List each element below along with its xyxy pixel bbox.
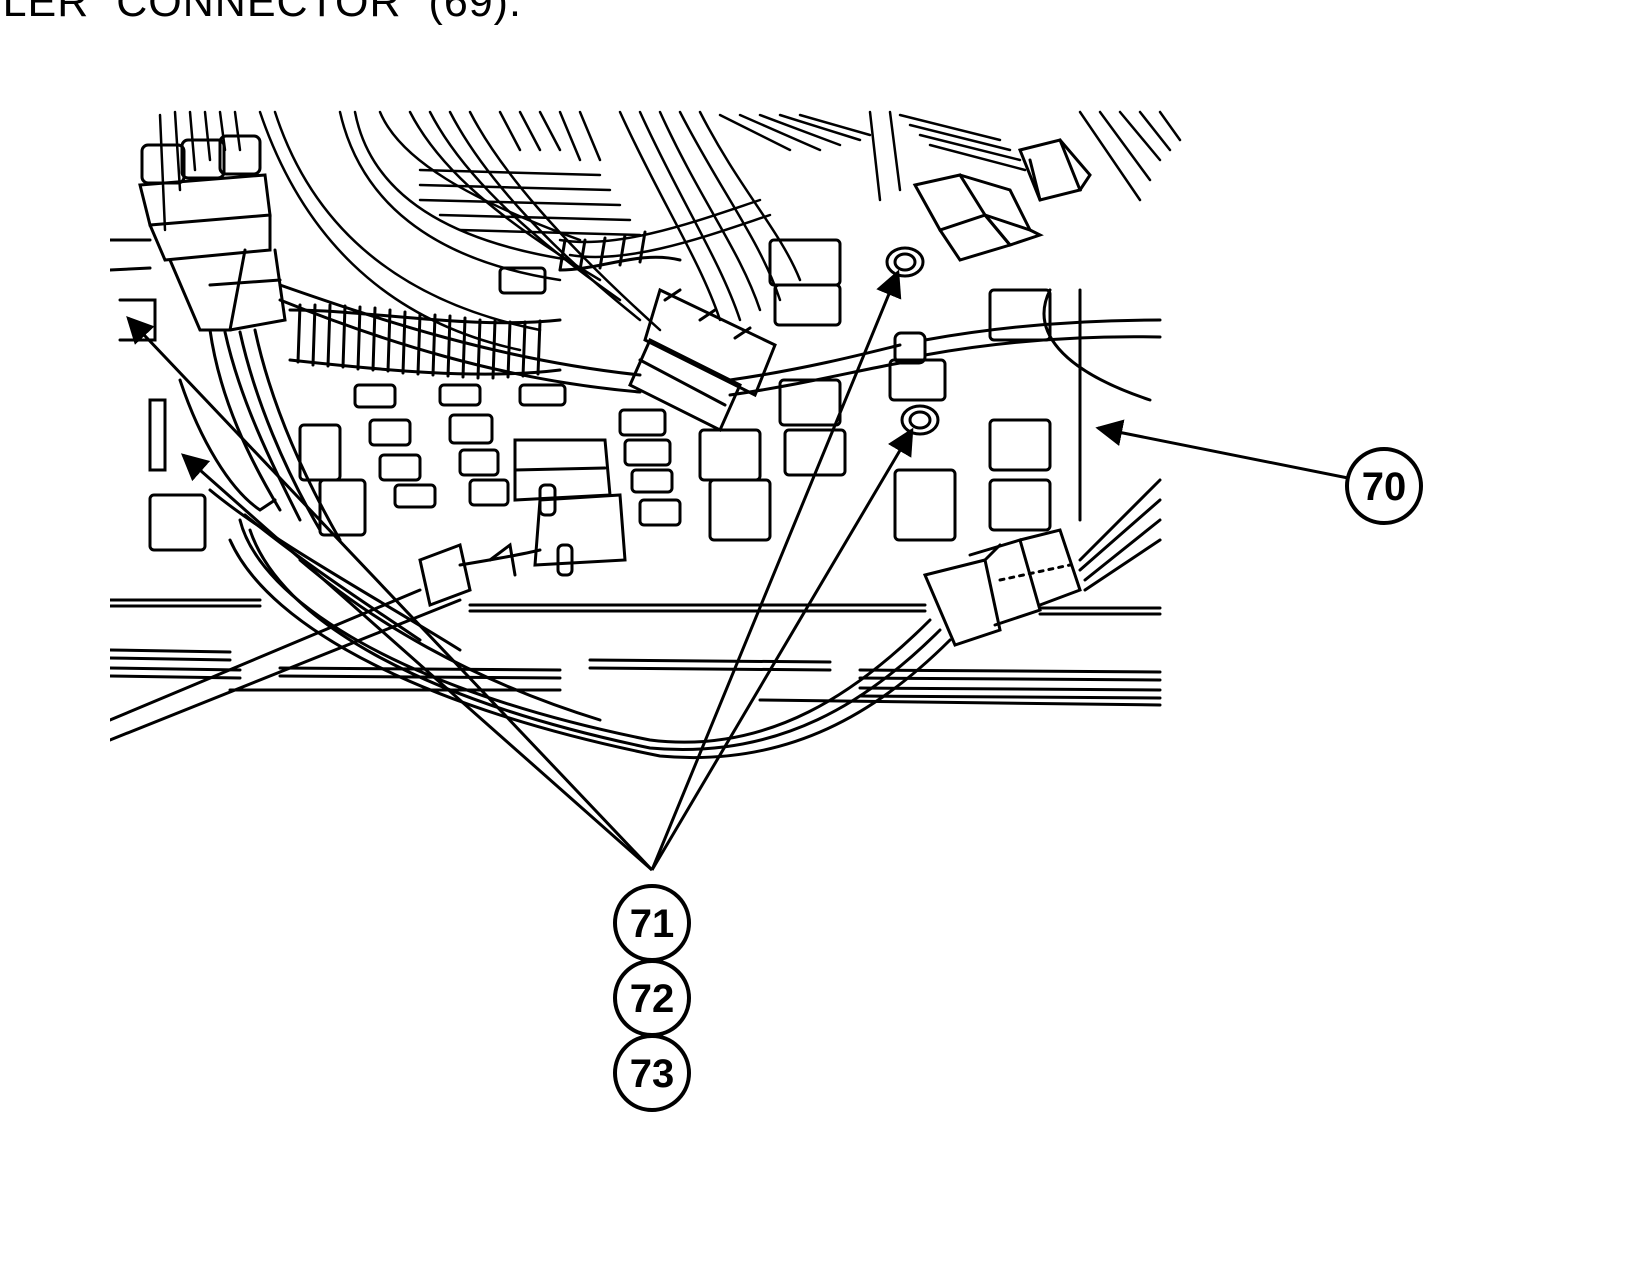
leader-line-71-c — [650, 269, 902, 871]
leader-line-71-a — [126, 316, 654, 872]
leader-line-70 — [1095, 419, 1369, 484]
harness-connector — [922, 478, 1162, 647]
leader-line-71-b — [180, 453, 653, 872]
top-right-connectors — [912, 138, 1092, 262]
callout-70: 70 — [1345, 447, 1423, 525]
connector-wires — [178, 328, 342, 542]
callout-71: 71 — [613, 884, 691, 962]
leader-lines — [126, 269, 1369, 872]
three-pin-connector — [138, 134, 287, 332]
engine-compartment-drawing — [110, 110, 1182, 760]
callout-label-70: 70 — [1362, 465, 1407, 509]
callout-label-71: 71 — [630, 902, 675, 946]
leader-line-71-d — [650, 427, 914, 871]
step-instruction-text: AILER CONNECTOR (69). — [0, 0, 522, 26]
relay-block — [118, 238, 1082, 577]
callout-72: 72 — [613, 959, 691, 1037]
main-cable — [278, 283, 1162, 402]
callout-label-72: 72 — [630, 977, 675, 1021]
callout-73: 73 — [613, 1034, 691, 1112]
callout-label-73: 73 — [630, 1052, 675, 1096]
frame-rails — [110, 238, 1162, 707]
center-connector — [628, 287, 777, 433]
upper-wire-bundle — [158, 110, 1182, 352]
lower-harness-loop — [110, 488, 952, 760]
grommets — [885, 246, 940, 436]
